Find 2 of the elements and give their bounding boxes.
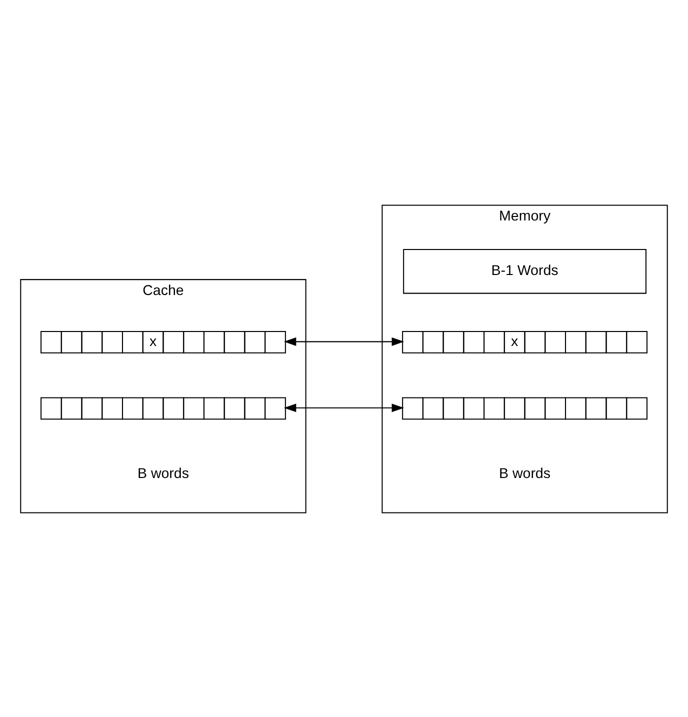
node-label: B words xyxy=(137,465,189,482)
node-label: B words xyxy=(499,465,551,482)
